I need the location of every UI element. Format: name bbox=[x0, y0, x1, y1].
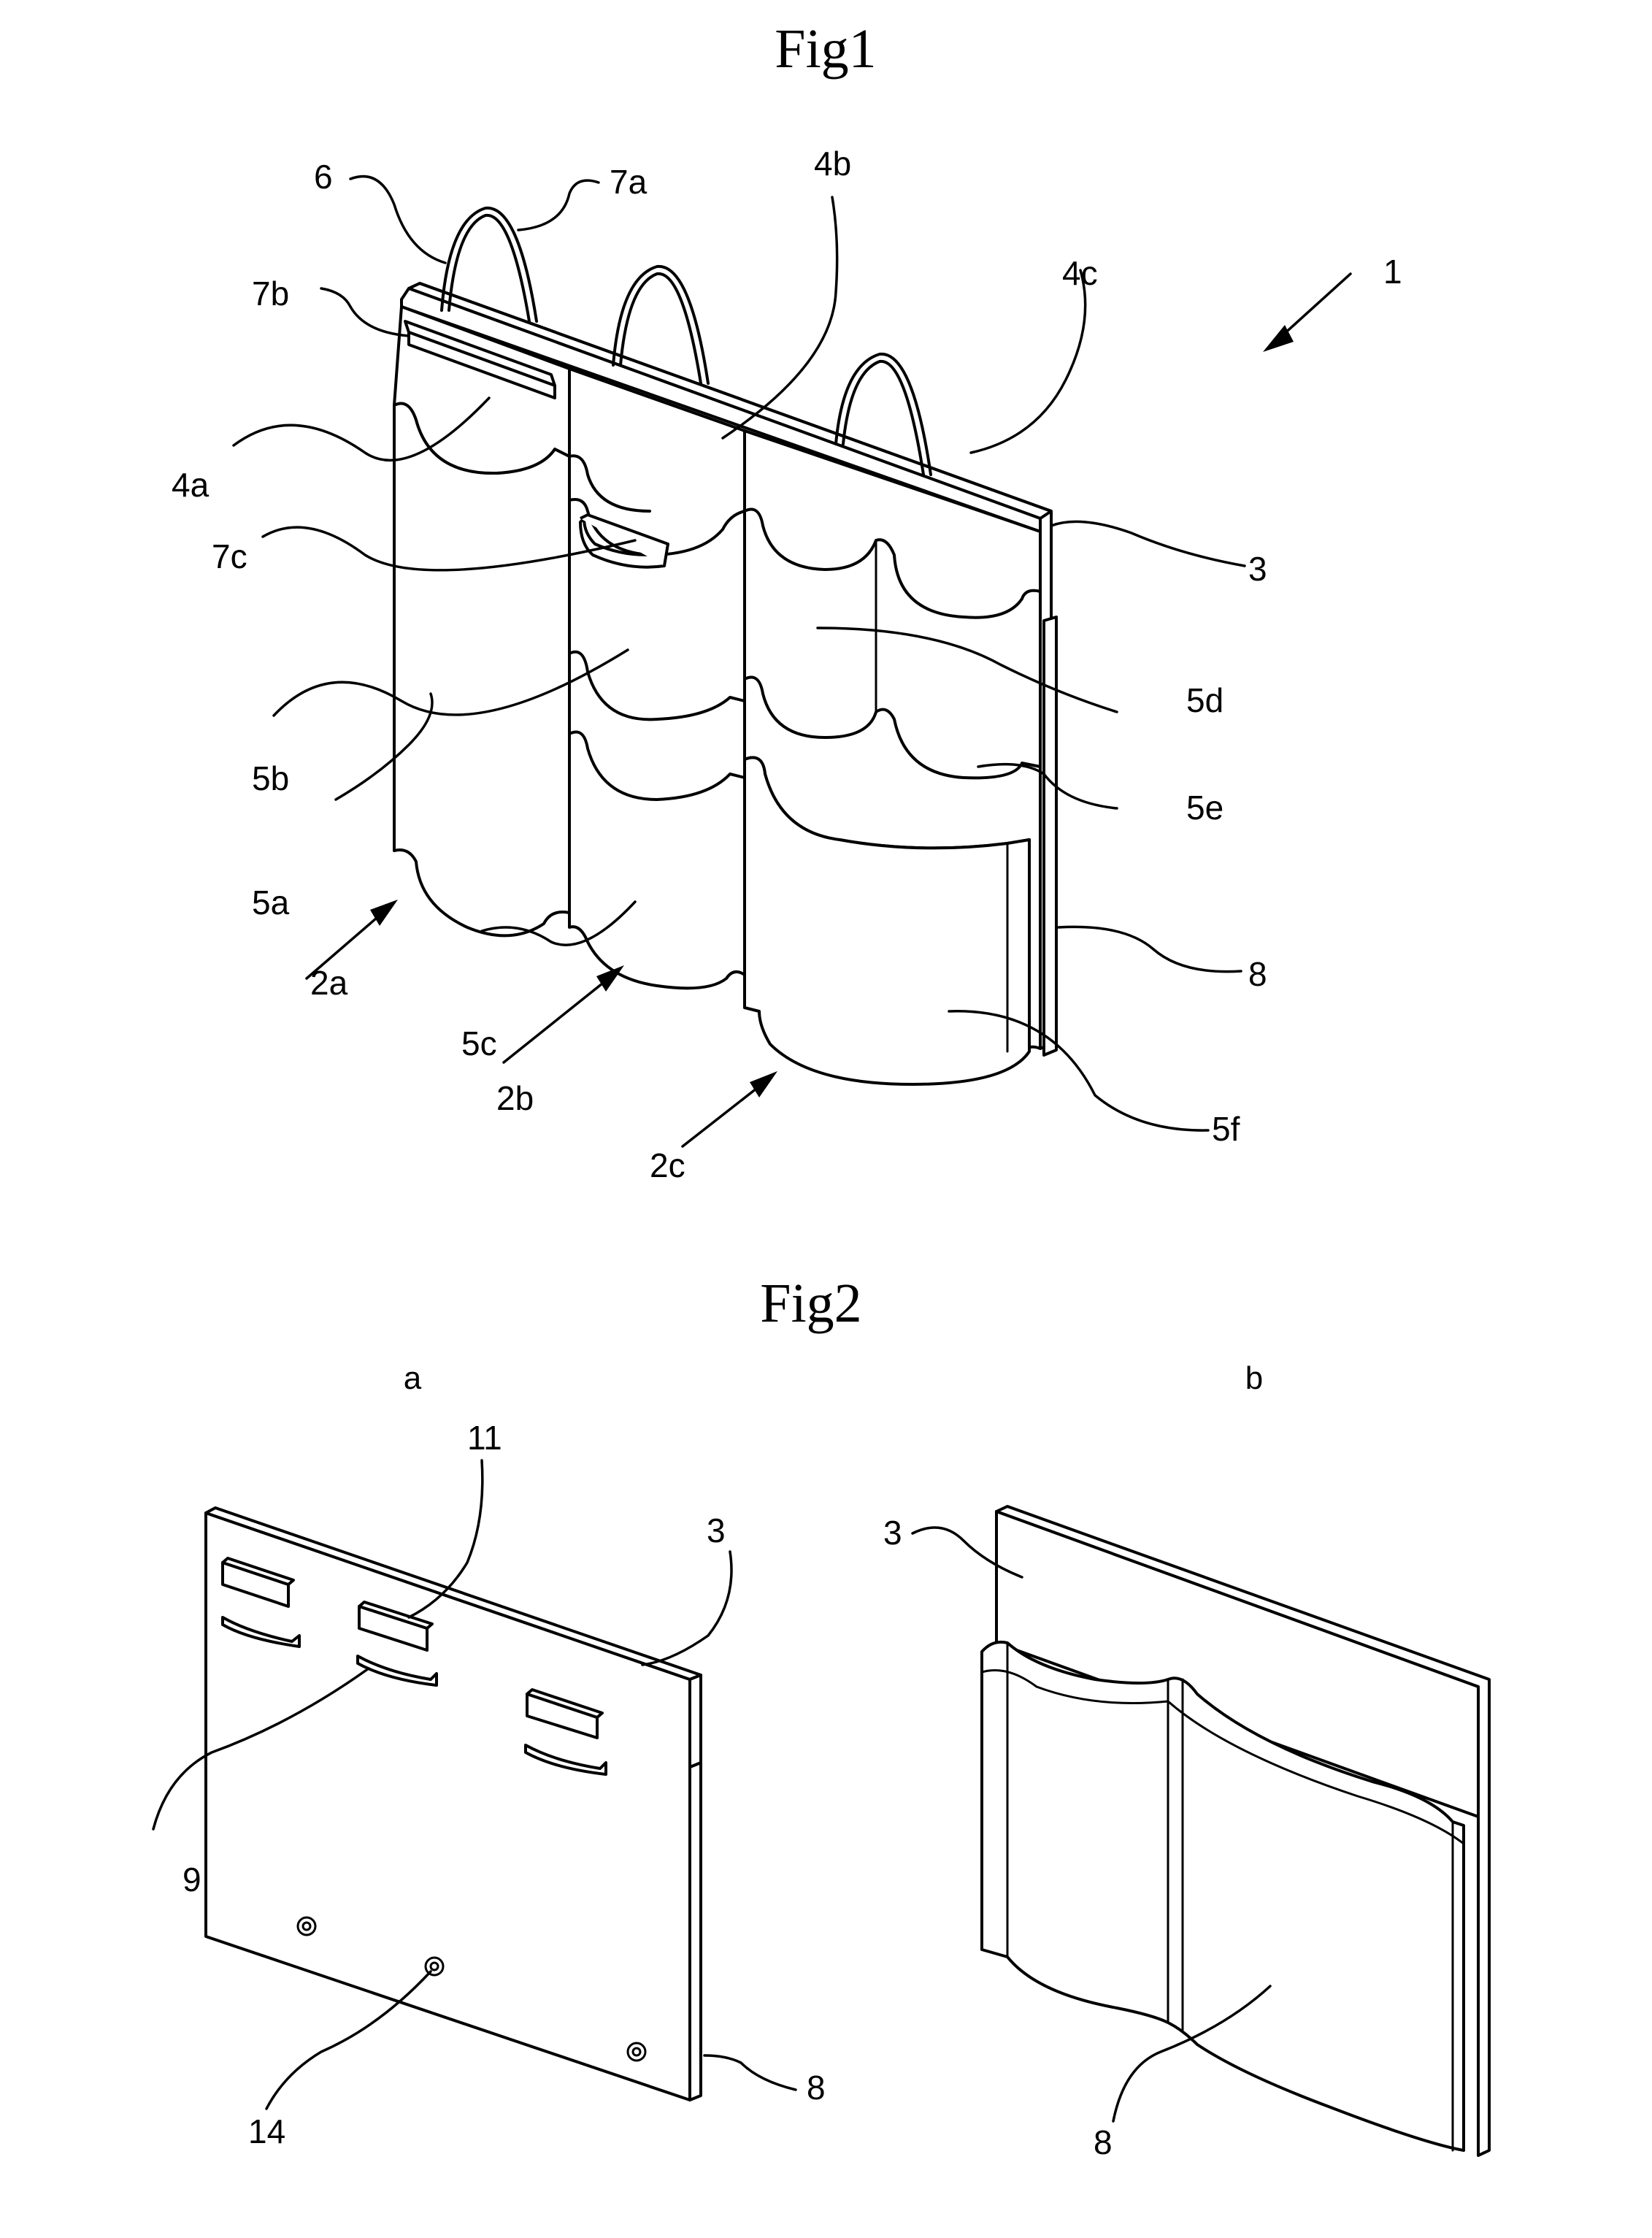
label-3-a: 3 bbox=[707, 1511, 726, 1549]
label-11: 11 bbox=[467, 1419, 502, 1457]
fig2-panel-a-label: a bbox=[404, 1360, 422, 1396]
plate-8 bbox=[1044, 617, 1056, 1055]
label-5c: 5c bbox=[461, 1024, 497, 1062]
label-5f: 5f bbox=[1212, 1110, 1240, 1148]
arrow-2c bbox=[683, 1081, 767, 1146]
label-3: 3 bbox=[1248, 550, 1267, 588]
label-14: 14 bbox=[248, 2112, 285, 2150]
label-6: 6 bbox=[314, 158, 333, 196]
arrow-2b bbox=[504, 975, 613, 1062]
fig2-panel-b-label: b bbox=[1245, 1360, 1263, 1396]
label-8: 8 bbox=[1248, 955, 1267, 993]
label-3-b: 3 bbox=[883, 1514, 902, 1552]
label-7b: 7b bbox=[252, 275, 289, 313]
fig1-title: Fig1 bbox=[775, 18, 876, 80]
label-5b: 5b bbox=[252, 759, 289, 797]
label-8-b: 8 bbox=[1094, 2123, 1113, 2161]
label-2c: 2c bbox=[650, 1146, 685, 1184]
label-5e: 5e bbox=[1186, 789, 1223, 827]
label-5d: 5d bbox=[1186, 681, 1223, 719]
label-4a: 4a bbox=[172, 466, 210, 504]
fig2-title: Fig2 bbox=[760, 1273, 861, 1334]
label-7c: 7c bbox=[212, 537, 247, 575]
label-4b: 4b bbox=[814, 145, 851, 183]
label-9: 9 bbox=[183, 1860, 201, 1898]
label-2a: 2a bbox=[310, 964, 348, 1002]
label-1: 1 bbox=[1383, 253, 1402, 291]
fig2a-plate-8-edge bbox=[690, 1763, 701, 2100]
label-7a: 7a bbox=[610, 163, 648, 201]
label-2b: 2b bbox=[496, 1079, 534, 1117]
label-8-a: 8 bbox=[807, 2069, 826, 2107]
roof-column-2a bbox=[394, 404, 569, 936]
label-4c: 4c bbox=[1062, 254, 1098, 292]
label-5a: 5a bbox=[252, 884, 290, 921]
fig2a-base-plate bbox=[206, 1508, 701, 2100]
fig2b-assembly bbox=[982, 1506, 1489, 2155]
